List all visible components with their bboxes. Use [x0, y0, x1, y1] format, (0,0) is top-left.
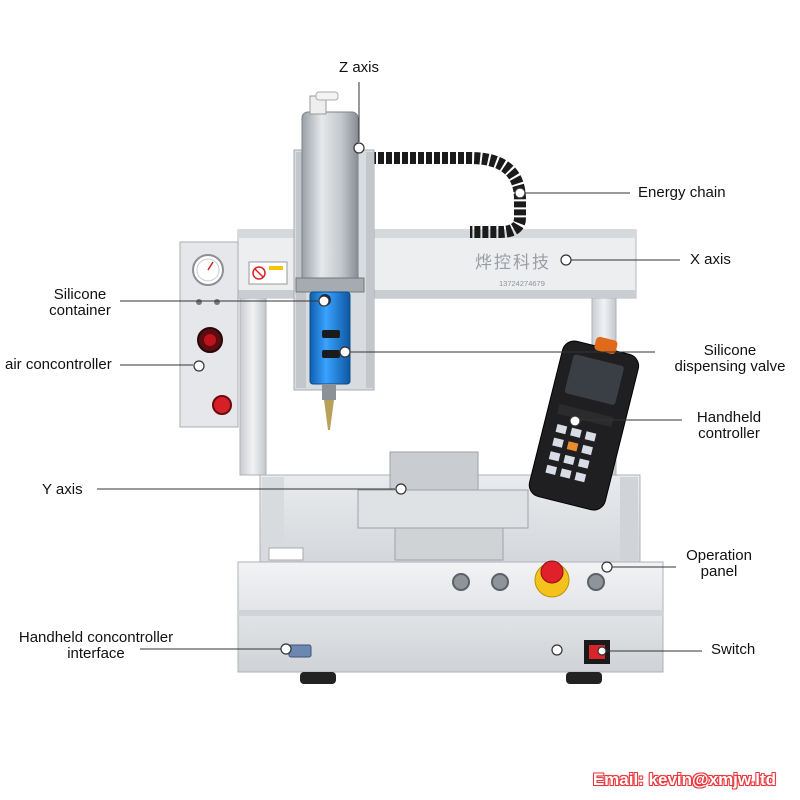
- label-y-axis: Y axis: [42, 481, 83, 498]
- callout-dot-x: [560, 254, 572, 266]
- label-switch: Switch: [711, 641, 756, 658]
- air-stop-button: [212, 395, 232, 415]
- callout-dot-switch: [597, 646, 607, 656]
- controller-port: [288, 644, 312, 658]
- label-handheld-controller: Handheld controller: [696, 409, 762, 442]
- contact-email: Email: kevin@xmjw.ltd: [592, 770, 776, 789]
- panel-button-3: [587, 573, 605, 591]
- emergency-stop-button: [540, 560, 564, 584]
- brand-phone: 13724274679: [499, 279, 545, 288]
- callout-dot-container: [318, 295, 330, 307]
- label-x-axis: X axis: [690, 251, 731, 268]
- callout-dot-z: [353, 142, 365, 154]
- callout-dot-handheld: [569, 415, 581, 427]
- callout-dot-air: [193, 360, 205, 372]
- label-dispensing-valve: Silicone dispensing valve: [674, 342, 786, 375]
- callout-dot-valve: [339, 346, 351, 358]
- warning-sticker: [248, 261, 288, 285]
- brand-name: 烨控科技: [475, 253, 551, 273]
- handheld-controller: [528, 336, 640, 511]
- y-axis-plate: [357, 489, 529, 529]
- label-handheld-interface: Handheld concontroller interface: [18, 629, 174, 662]
- label-z-axis: Z axis: [339, 59, 380, 76]
- callout-dot-interface: [280, 643, 292, 655]
- panel-button-1: [452, 573, 470, 591]
- silicone-cylinder: [301, 111, 359, 285]
- label-silicone-container: Silicone container: [49, 286, 111, 319]
- panel-button-2: [491, 573, 509, 591]
- label-energy-chain: Energy chain: [638, 184, 726, 201]
- callout-dot-chain: [514, 187, 526, 199]
- label-operation-panel: Operation panel: [686, 547, 752, 580]
- callout-dot-switch-left: [551, 644, 563, 656]
- energy-chain: [370, 152, 526, 238]
- callout-dot-y: [395, 483, 407, 495]
- label-air-controller: air concontroller: [5, 356, 112, 373]
- callout-dot-panel: [601, 561, 613, 573]
